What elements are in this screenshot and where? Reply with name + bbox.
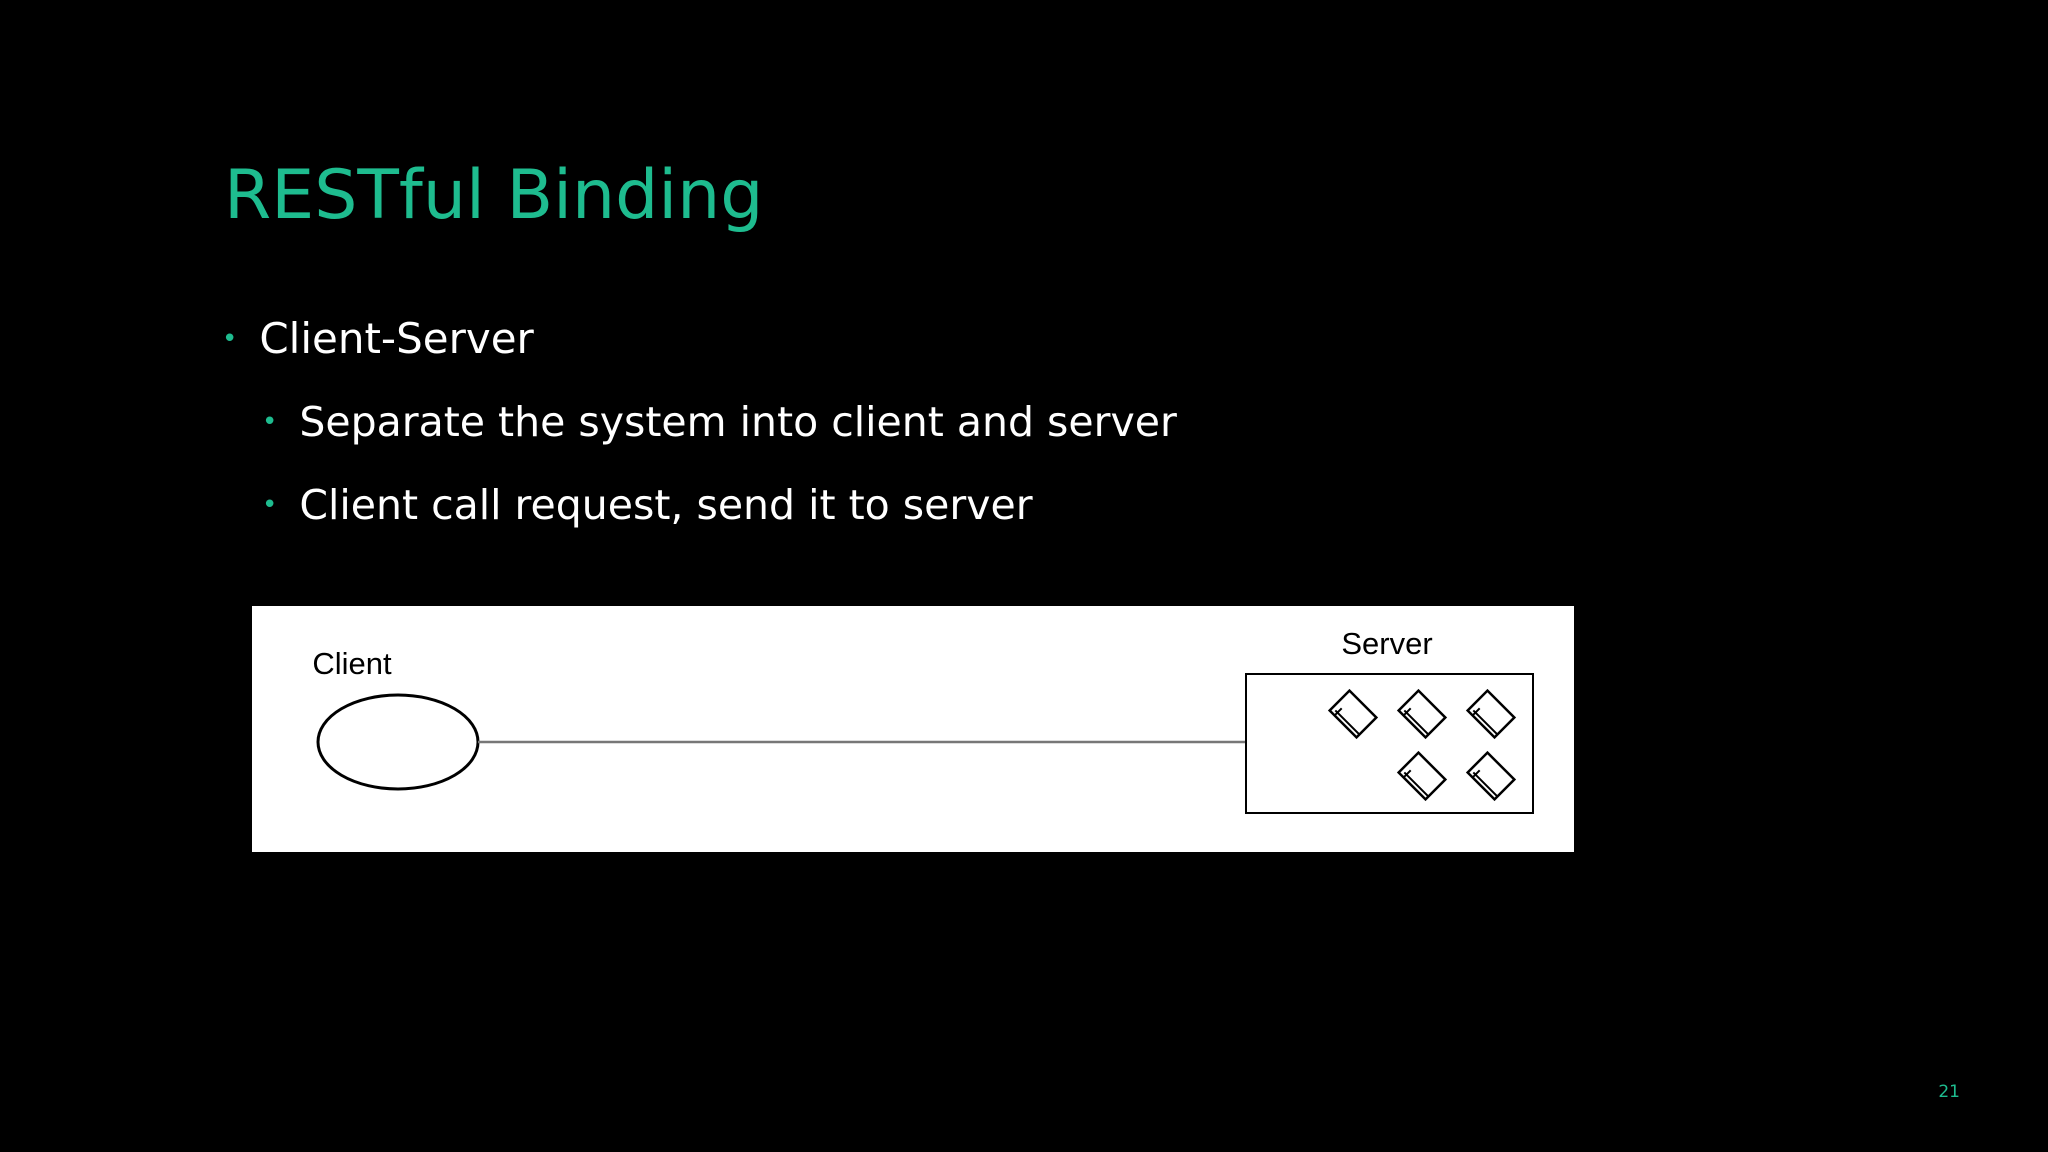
server-label: Server — [1341, 626, 1432, 661]
bullet-text: Client call request, send it to server — [299, 481, 1033, 529]
server-box — [1245, 673, 1534, 814]
bullet-level2: • Separate the system into client and se… — [262, 395, 1177, 449]
document-icon — [1327, 688, 1379, 740]
document-icon — [1465, 750, 1517, 802]
bullet-level2: • Client call request, send it to server — [262, 478, 1033, 532]
server-documents — [1327, 688, 1517, 802]
document-icon — [1396, 750, 1448, 802]
document-icon — [1396, 688, 1448, 740]
bullet-level1: • Client-Server — [222, 312, 534, 366]
bullet-dot: • — [222, 324, 238, 354]
bullet-text: Client-Server — [259, 314, 534, 363]
client-node — [316, 693, 480, 791]
document-icon — [1465, 688, 1517, 740]
bullet-dot: • — [262, 490, 278, 520]
bullet-dot: • — [262, 407, 278, 437]
slide-title: RESTful Binding — [224, 156, 764, 235]
client-label: Client — [312, 646, 392, 681]
page-number: 21 — [1938, 1082, 1960, 1102]
bullet-text: Separate the system into client and serv… — [299, 398, 1177, 446]
client-server-diagram: Client Server — [252, 606, 1574, 852]
